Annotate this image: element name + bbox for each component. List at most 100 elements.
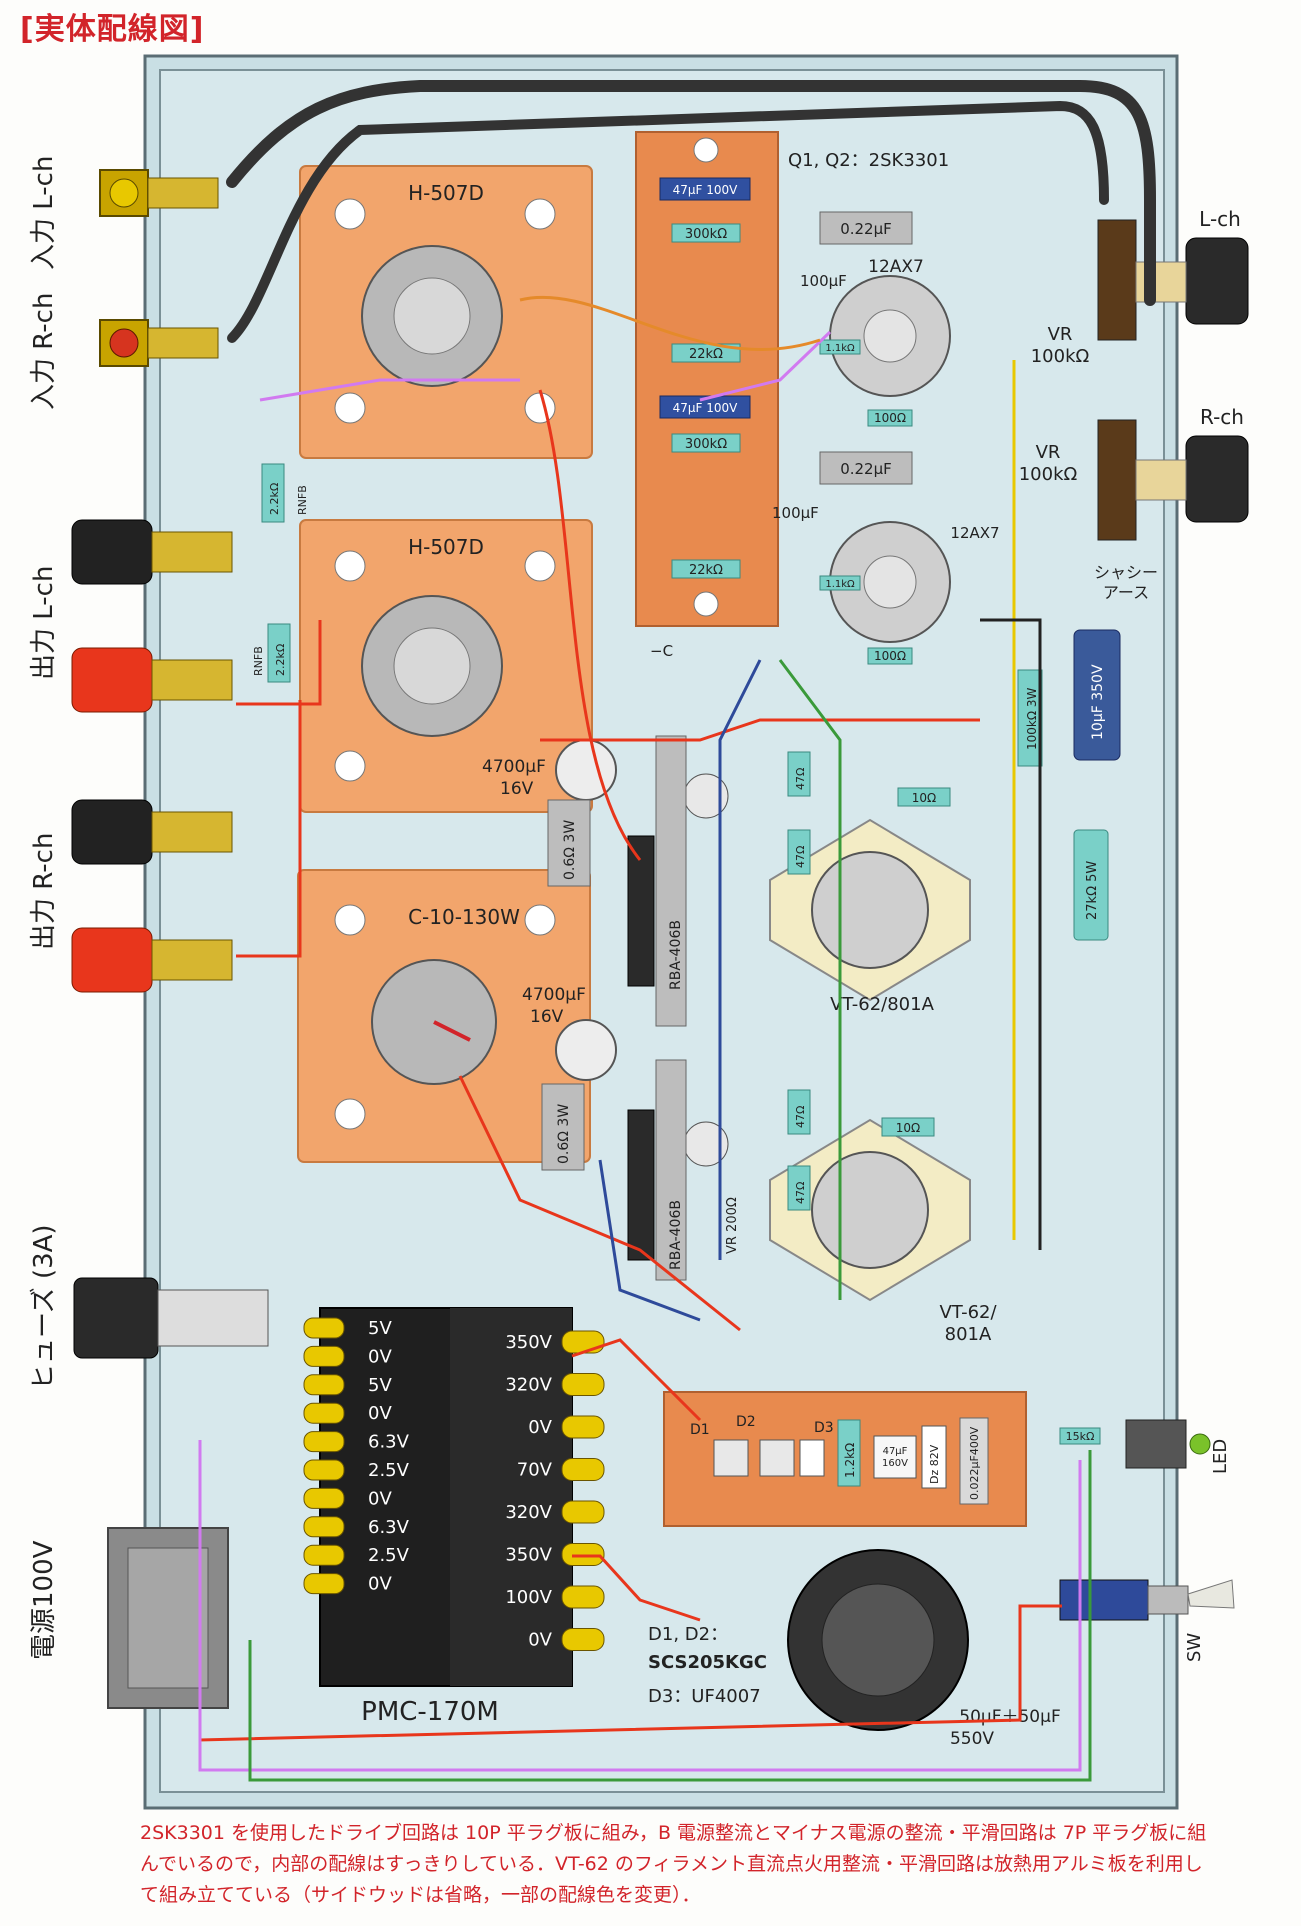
driver-lug-board: 47μF 100V 300kΩ 22kΩ 47μF 100V 300kΩ 22k… — [635, 131, 779, 660]
sw-label: SW — [1184, 1633, 1205, 1662]
tube-12ax7-mid-label: 12AX7 — [950, 524, 999, 542]
tap-right-lug — [561, 1373, 605, 1396]
r100-mid-label: 100Ω — [874, 649, 906, 663]
r300-top-label: 300kΩ — [685, 227, 727, 242]
tap-left-lug — [303, 1317, 345, 1339]
vr200-bot-label: VR 200Ω — [725, 1197, 740, 1254]
power-switch — [1059, 1579, 1235, 1621]
tap-left-label: 6.3V — [368, 1432, 410, 1453]
tap-left-label: 0V — [368, 1574, 392, 1595]
tap-right-label: 320V — [505, 1375, 552, 1396]
tap-right-label: 0V — [528, 1630, 552, 1651]
tap-left-lug — [303, 1516, 345, 1538]
cap4700-bot — [555, 1019, 617, 1081]
tap-left-label: 0V — [368, 1403, 392, 1424]
r100-top-label: 100Ω — [874, 411, 906, 425]
tube-12ax7-mid: 12AX7 — [829, 521, 1000, 643]
tap-left-label: 6.3V — [368, 1517, 410, 1538]
r100k3w — [1017, 669, 1043, 767]
output-terminal-l-red — [71, 647, 233, 713]
r15k — [1059, 1427, 1101, 1445]
input-cable — [226, 80, 1156, 306]
r100k3w-label: 100kΩ 3W — [1025, 688, 1039, 750]
r27k5w-label: 27kΩ 5W — [1085, 861, 1100, 920]
tap-right-label: 320V — [505, 1502, 552, 1523]
tap-right-lug — [561, 1585, 605, 1609]
wires — [198, 295, 1092, 1782]
tap-right-lug — [561, 1458, 605, 1481]
label-output-l: 出力 L-ch — [29, 566, 59, 680]
output-terminal-l-black — [71, 519, 233, 585]
cap-10uf-label: 10μF 350V — [1090, 664, 1106, 740]
power-inlet — [107, 1527, 229, 1709]
output-transformer-mid: H-507D — [299, 519, 593, 813]
power-transformer-label: PMC-170M — [361, 1697, 499, 1727]
r47-3-label: 47Ω — [794, 1106, 807, 1128]
tube-12ax7-top: 12AX7 — [829, 257, 951, 397]
r22k-nfb1 — [261, 463, 285, 523]
label-power: 電源100V — [29, 1540, 59, 1660]
vt62-top-label: VT-62/801A — [830, 994, 934, 1015]
tap-right-lug — [561, 1330, 605, 1354]
r06-top — [547, 799, 591, 887]
xfmr-mid-label: H-507D — [408, 535, 484, 559]
label-output-r: 出力 R-ch — [29, 833, 59, 950]
tap-left-lug — [303, 1402, 345, 1424]
tap-left-label: 5V — [368, 1375, 392, 1396]
rch-label: R-ch — [1200, 405, 1244, 429]
tap-right-label: 100V — [505, 1587, 552, 1608]
r47-4-label: 47Ω — [794, 1182, 807, 1204]
r06-bot — [541, 1083, 585, 1171]
rba-top-label: RBA-406B — [668, 920, 684, 990]
tap-right-lug — [561, 1415, 605, 1439]
tap-left-lug — [303, 1459, 345, 1481]
tap-left-lug — [303, 1544, 345, 1566]
label-input-r: 入力 R-ch — [29, 293, 59, 410]
rba-bot-label: RBA-406B — [668, 1200, 684, 1270]
r22k-nfb2 — [267, 623, 291, 683]
choke-label: C-10-130W — [408, 905, 520, 929]
dz82-label: Dz 82V — [928, 1444, 941, 1484]
lch-label: L-ch — [1199, 207, 1241, 231]
tap-right-lug — [561, 1628, 605, 1651]
r22k-top-label: 22kΩ — [689, 347, 723, 362]
vt62-bot-label: VT-62/801A — [939, 1302, 997, 1345]
rba-bot — [627, 1109, 655, 1261]
xfmr-top-label: H-507D — [408, 181, 484, 205]
c100-mid-label: 100μF — [772, 504, 819, 522]
choke: C-10-130W — [297, 869, 591, 1163]
r22k-mid-label: 22kΩ — [689, 563, 723, 578]
rba-top — [627, 835, 655, 987]
c47-top-label: 47μF 100V — [673, 183, 739, 197]
tap-left-lug — [303, 1487, 345, 1509]
cap4700-top — [555, 739, 617, 801]
r300-mid-label: 300kΩ — [685, 437, 727, 452]
left-labels: 入力 L-ch 入力 R-ch 出力 L-ch 出力 R-ch ヒューズ (3A… — [29, 156, 59, 1660]
power-transformer: PMC-170M — [319, 1307, 573, 1727]
tap-right-label: 350V — [505, 1545, 552, 1566]
tap-left-lug — [303, 1573, 345, 1595]
led-holder — [1125, 1419, 1211, 1469]
minus-c-label: −C — [650, 642, 673, 660]
tap-right-label: 70V — [517, 1460, 553, 1481]
led-label: LED — [1210, 1439, 1231, 1474]
vr-l-line2: 100kΩ — [1031, 346, 1090, 367]
nfb2-label: RNFB — [252, 646, 265, 676]
tap-right-label: 350V — [505, 1332, 552, 1353]
d2-label: D2 — [736, 1414, 756, 1430]
r10-2-label: 10Ω — [896, 1121, 920, 1135]
r15k-label: 15kΩ — [1066, 1430, 1095, 1443]
cap-10uf — [1073, 629, 1121, 761]
vr-r — [1097, 419, 1249, 541]
output-transformer-top: H-507D — [299, 165, 593, 459]
d3-label: D3 — [814, 1420, 834, 1436]
rba-bot-plate — [655, 1059, 687, 1281]
d1-label: D1 — [690, 1422, 710, 1438]
label-fuse: ヒューズ (3A) — [29, 1224, 59, 1390]
tube-12ax7-top-label: 12AX7 — [868, 257, 924, 277]
rba-top-plate — [655, 735, 687, 1027]
r12k-psu-label: 1.2kΩ — [843, 1443, 857, 1478]
